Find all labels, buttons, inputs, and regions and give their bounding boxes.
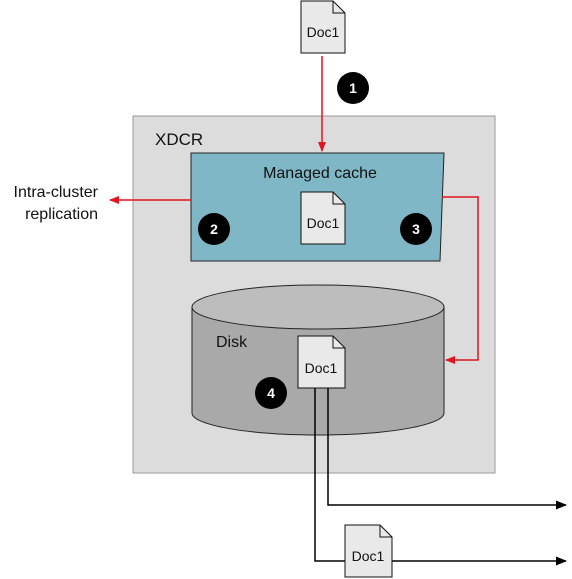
cache-label: Managed cache (263, 165, 377, 182)
doc-icon-cache: Doc1 (300, 191, 346, 245)
svg-text:1: 1 (349, 80, 357, 96)
step-badge-4: 4 (255, 377, 287, 409)
doc-icon-disk: Doc1 (297, 335, 346, 389)
svg-text:4: 4 (267, 385, 275, 401)
intra-cluster-label: Intra-cluster (14, 184, 99, 201)
arrow-cache-to-disk (442, 196, 479, 364)
doc-icon-top: Doc1 (300, 0, 346, 54)
step-badge-2: 2 (198, 213, 230, 245)
container-label: XDCR (155, 130, 203, 149)
step-badge-1: 1 (337, 72, 369, 104)
svg-text:2: 2 (210, 221, 218, 237)
doc-label-cache: Doc1 (307, 215, 340, 231)
arrow-disk-out-lower (314, 387, 567, 566)
arrow-disk-out-upper (327, 387, 567, 510)
step-badge-3: 3 (400, 213, 432, 245)
doc-label-disk: Doc1 (305, 360, 338, 376)
disk-label: Disk (216, 334, 248, 351)
replication-label: replication (25, 206, 98, 223)
doc-icon-bottom: Doc1 (344, 524, 393, 578)
doc-label-top: Doc1 (307, 24, 340, 40)
svg-text:3: 3 (412, 221, 420, 237)
doc-label-bottom: Doc1 (352, 548, 385, 564)
